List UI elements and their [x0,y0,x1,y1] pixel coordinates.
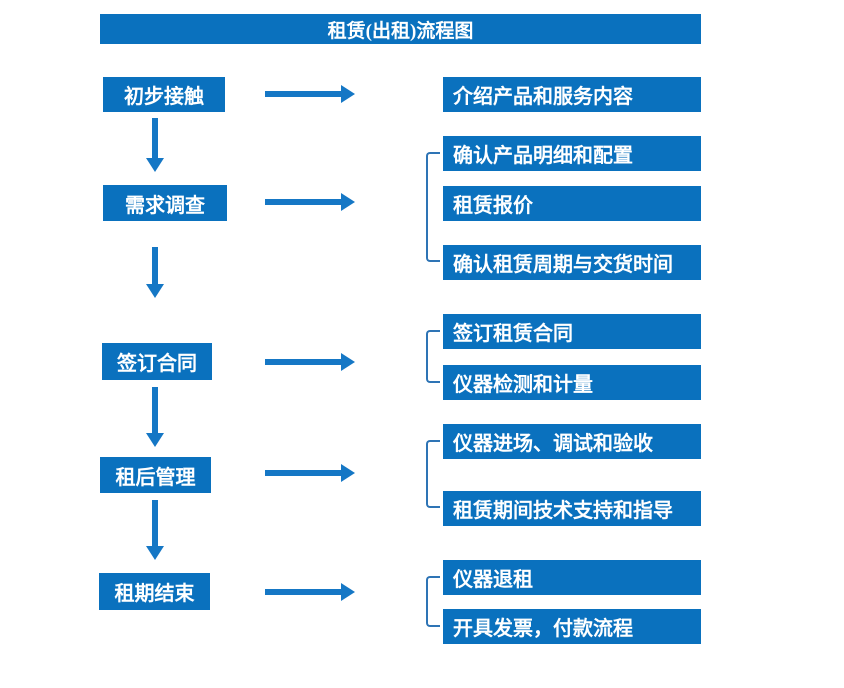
flow-arrow-down-2 [146,247,164,298]
stage-box-1: 初步接触 [103,77,225,112]
arrow-shaft [265,91,342,97]
arrow-head-icon [341,583,355,601]
output-box-4-2: 租赁期间技术支持和指导 [443,491,701,526]
flow-arrow-down-4 [146,500,164,560]
output-box-5-1: 仪器退租 [443,560,701,595]
output-box-3-1: 签订租赁合同 [443,314,701,349]
arrow-shaft [152,500,158,546]
arrow-shaft [152,247,158,284]
arrow-shaft [265,199,342,205]
bracket-stage-2 [426,152,440,262]
flow-arrow-right-3 [265,353,355,371]
flow-arrow-right-1 [265,85,355,103]
arrow-head-icon [341,464,355,482]
output-box-2-3: 确认租赁周期与交货时间 [443,245,701,280]
arrow-head-icon [146,284,164,298]
flow-arrow-down-1 [146,118,164,172]
arrow-head-icon [341,85,355,103]
stage-box-5: 租期结束 [99,573,210,610]
output-box-5-2: 开具发票，付款流程 [443,609,701,644]
stage-box-4: 租后管理 [100,457,211,493]
flow-arrow-down-3 [146,387,164,447]
stage-box-2: 需求调查 [103,185,227,221]
flow-arrow-right-2 [265,193,355,211]
flow-arrow-right-5 [265,583,355,601]
arrow-head-icon [146,158,164,172]
output-box-1-1: 介绍产品和服务内容 [443,77,701,112]
output-box-2-1: 确认产品明细和配置 [443,136,701,171]
arrow-head-icon [146,546,164,560]
arrow-head-icon [146,433,164,447]
arrow-shaft [265,359,342,365]
output-box-2-2: 租赁报价 [443,186,701,221]
flowchart-title: 租赁(出租)流程图 [100,14,701,44]
bracket-stage-3 [426,330,440,383]
bracket-stage-4 [426,440,440,508]
arrow-shaft [152,118,158,158]
arrow-head-icon [341,193,355,211]
arrow-shaft [152,387,158,433]
bracket-stage-5 [426,576,440,627]
arrow-shaft [265,470,342,476]
output-box-3-2: 仪器检测和计量 [443,365,701,400]
flow-arrow-right-4 [265,464,355,482]
arrow-head-icon [341,353,355,371]
stage-box-3: 签订合同 [102,343,212,380]
output-box-4-1: 仪器进场、调试和验收 [443,424,701,459]
arrow-shaft [265,589,342,595]
